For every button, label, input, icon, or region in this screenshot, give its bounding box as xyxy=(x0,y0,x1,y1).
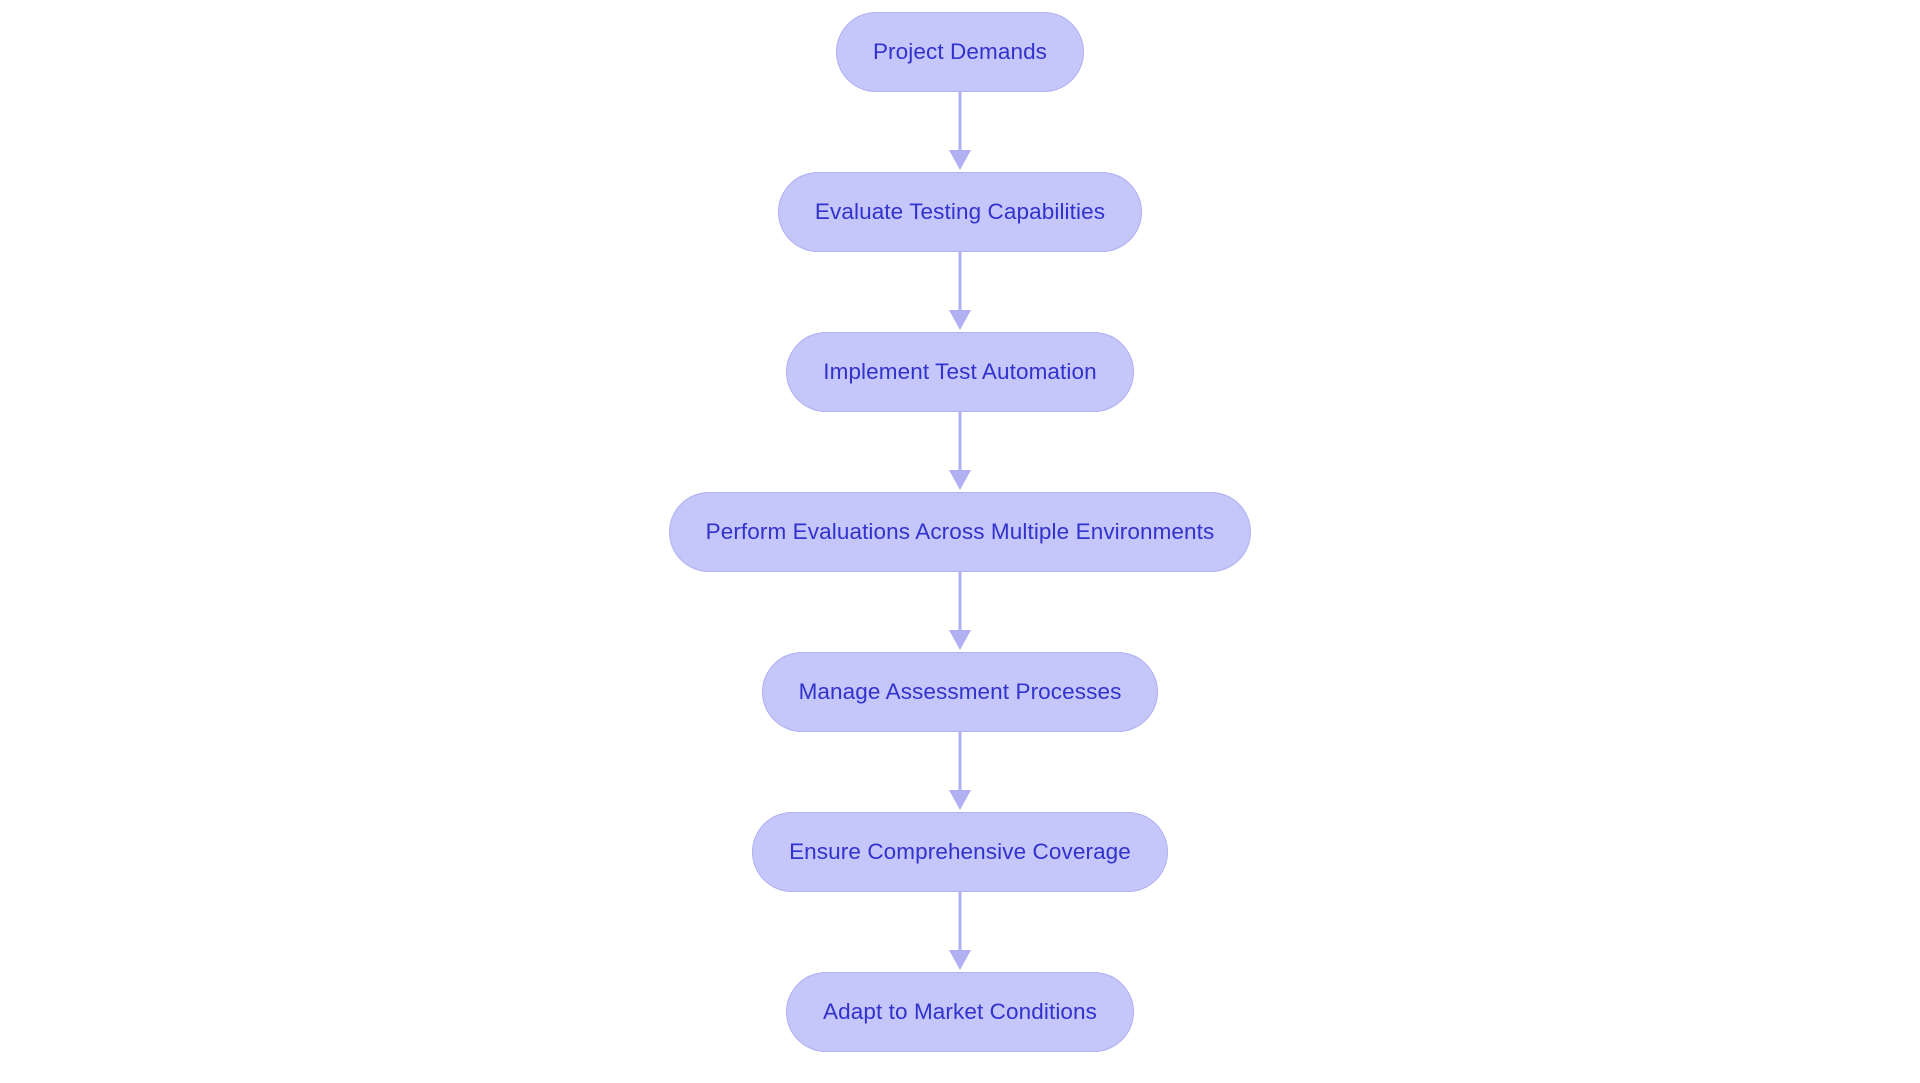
flow-node-adapt-to-market-conditions[interactable]: Adapt to Market Conditions xyxy=(786,972,1134,1052)
flow-arrow-5 xyxy=(940,732,980,812)
flow-node-label: Implement Test Automation xyxy=(823,359,1097,384)
arrow-line-icon xyxy=(958,892,962,954)
flow-arrow-2 xyxy=(940,252,980,332)
flow-node-project-demands[interactable]: Project Demands xyxy=(835,12,1085,92)
flow-node-implement-test-automation[interactable]: Implement Test Automation xyxy=(786,332,1134,412)
arrow-head-down-icon xyxy=(949,790,971,810)
flow-node-label: Project Demands xyxy=(872,39,1048,64)
flow-node-label: Manage Assessment Processes xyxy=(798,679,1122,704)
flow-node-label: Evaluate Testing Capabilities xyxy=(814,199,1106,224)
flow-node-manage-assessment-processes[interactable]: Manage Assessment Processes xyxy=(761,652,1159,732)
flow-arrow-1 xyxy=(940,92,980,172)
arrow-head-down-icon xyxy=(949,150,971,170)
flow-node-label: Adapt to Market Conditions xyxy=(823,999,1097,1024)
arrow-head-down-icon xyxy=(949,470,971,490)
arrow-head-down-icon xyxy=(949,310,971,330)
arrow-head-down-icon xyxy=(949,630,971,650)
flow-node-ensure-comprehensive-coverage[interactable]: Ensure Comprehensive Coverage xyxy=(752,812,1168,892)
flow-node-label: Ensure Comprehensive Coverage xyxy=(789,839,1131,864)
flow-node-label: Perform Evaluations Across Multiple Envi… xyxy=(705,519,1215,544)
flow-arrow-6 xyxy=(940,892,980,972)
arrow-head-down-icon xyxy=(949,950,971,970)
arrow-line-icon xyxy=(958,92,962,154)
flow-arrow-3 xyxy=(940,412,980,492)
arrow-line-icon xyxy=(958,412,962,474)
flow-node-evaluate-testing-capabilities[interactable]: Evaluate Testing Capabilities xyxy=(777,172,1143,252)
arrow-line-icon xyxy=(958,252,962,314)
flow-arrow-4 xyxy=(940,572,980,652)
arrow-line-icon xyxy=(958,572,962,634)
flow-node-perform-evaluations-across-multiple-environments[interactable]: Perform Evaluations Across Multiple Envi… xyxy=(668,492,1252,572)
arrow-line-icon xyxy=(958,732,962,794)
